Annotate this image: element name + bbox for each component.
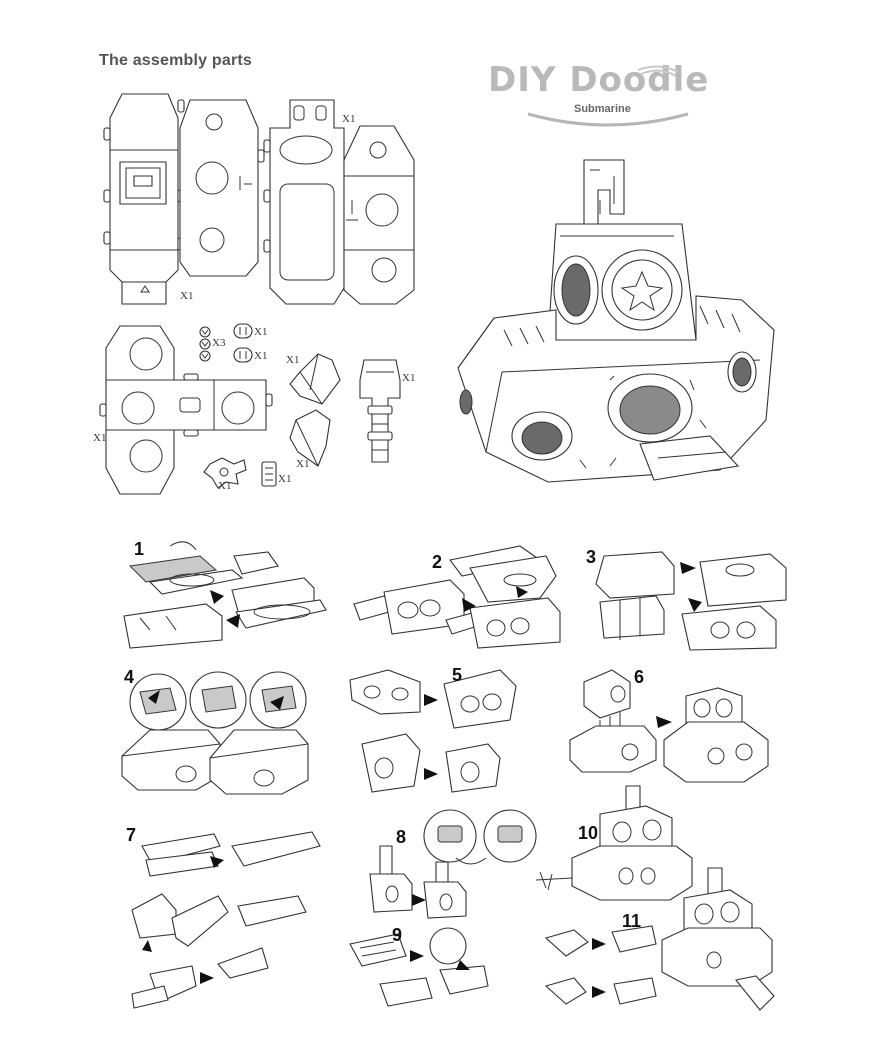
step-number-1: 1 (134, 539, 145, 559)
step-8-illustration (370, 810, 536, 918)
step-9-illustration (350, 928, 488, 1006)
part-small-tabs (200, 327, 210, 361)
part-rings (234, 324, 252, 362)
step-number-5: 5 (452, 665, 463, 685)
part-hull-side (104, 94, 184, 304)
qty-curve-2: X1 (296, 458, 310, 470)
qty-small-tabs: X3 (212, 337, 226, 349)
part-propeller (204, 458, 246, 488)
part-side-panel (344, 126, 414, 304)
brand-name: DIY Doodle (488, 60, 710, 100)
step-10-illustration (536, 786, 692, 900)
qty-top-deck: X1 (342, 113, 356, 125)
step-number-11: 11 (622, 911, 642, 931)
qty-propeller: X1 (218, 480, 232, 492)
part-top-deck (264, 100, 344, 304)
step-2-illustration (354, 546, 560, 648)
step-number-9: 9 (392, 925, 403, 945)
brand-logo: DIY Doodle Submarine (488, 60, 728, 130)
step-7-illustration (132, 832, 320, 1008)
step-11-illustration (546, 868, 774, 1010)
qty-ring-1: X1 (254, 326, 268, 338)
qty-curve-1: X1 (286, 354, 300, 366)
step-4-illustration (122, 672, 308, 794)
qty-periscope: X1 (402, 372, 416, 384)
step-number-10: 10 (578, 823, 599, 843)
qty-tower-body: X1 (93, 432, 107, 444)
brand-subtitle: Submarine (574, 103, 631, 115)
qty-ring-2: X1 (254, 350, 268, 362)
step-number-3: 3 (586, 547, 597, 567)
step-3-illustration (596, 552, 786, 650)
part-tower-body (100, 326, 272, 494)
parts-heading: The assembly parts (99, 52, 252, 69)
brand-swoosh-icon (527, 65, 689, 127)
part-periscope (360, 360, 400, 462)
qty-card: X1 (278, 473, 292, 485)
step-1-illustration (124, 542, 326, 648)
step-number-4: 4 (124, 667, 135, 687)
step-number-8: 8 (396, 827, 407, 847)
part-hull-panel (180, 100, 264, 276)
qty-hull-side: X1 (180, 290, 194, 302)
step-number-7: 7 (126, 825, 137, 845)
step-number-2: 2 (432, 552, 443, 572)
part-card (262, 462, 276, 486)
step-5-illustration (350, 670, 516, 792)
step-6-illustration (570, 670, 768, 782)
part-curve-pieces (290, 354, 340, 466)
step-number-6: 6 (634, 667, 645, 687)
